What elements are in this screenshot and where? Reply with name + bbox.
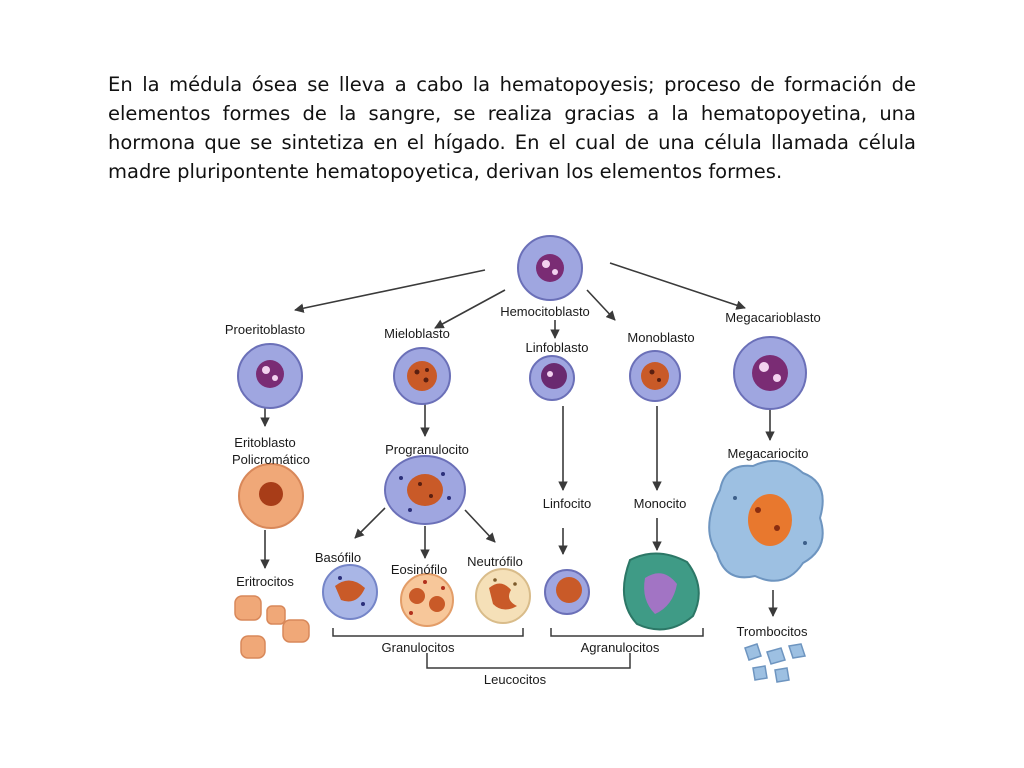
label-megacarioblasto: Megacarioblasto bbox=[725, 310, 820, 325]
label-megacariocito: Megacariocito bbox=[728, 446, 809, 461]
trombocitos-group bbox=[744, 643, 806, 683]
label-eritrocitos: Eritrocitos bbox=[236, 574, 294, 589]
megacarioblasto-cell bbox=[733, 336, 807, 410]
label-linfocito: Linfocito bbox=[543, 496, 591, 511]
label-monoblasto: Monoblasto bbox=[627, 330, 694, 345]
neutrofilo-cell bbox=[475, 568, 531, 624]
label-progranulocito: Progranulocito bbox=[385, 442, 469, 457]
monoblasto-cell bbox=[629, 350, 681, 402]
labels: Hemocitoblasto Proeritoblasto Mieloblast… bbox=[225, 304, 821, 687]
arrow-to-proeritoblasto bbox=[294, 269, 486, 313]
label-neutrofilo: Neutrófilo bbox=[467, 554, 523, 569]
label-hemocitoblasto: Hemocitoblasto bbox=[500, 304, 590, 319]
label-eosinofilo: Eosinófilo bbox=[391, 562, 447, 577]
eritoblasto-cell bbox=[238, 463, 304, 529]
label-monocito: Monocito bbox=[634, 496, 687, 511]
label-mieloblasto: Mieloblasto bbox=[384, 326, 450, 341]
label-policromatico: Policromático bbox=[232, 452, 310, 467]
arrow-to-neutrofilo bbox=[464, 509, 496, 543]
label-basofilo: Basófilo bbox=[315, 550, 361, 565]
label-trombocitos: Trombocitos bbox=[736, 624, 808, 639]
hemocitoblasto-cell bbox=[517, 235, 583, 301]
hematopoiesis-diagram: Hemocitoblasto Proeritoblasto Mieloblast… bbox=[225, 235, 824, 687]
label-granulocitos: Granulocitos bbox=[382, 640, 455, 655]
arrows bbox=[260, 262, 778, 617]
agranulocitos-bracket bbox=[550, 628, 704, 637]
label-linfoblasto: Linfoblasto bbox=[526, 340, 589, 355]
brackets bbox=[332, 628, 704, 669]
leucocitos-bracket bbox=[426, 653, 631, 669]
label-agranulocitos: Agranulocitos bbox=[581, 640, 660, 655]
eosinofilo-cell bbox=[400, 573, 454, 627]
label-leucocitos: Leucocitos bbox=[484, 672, 547, 687]
monocito-cell bbox=[622, 552, 700, 631]
basofilo-cell bbox=[322, 564, 378, 620]
proeritoblasto-cell bbox=[237, 343, 303, 409]
label-eritoblasto: Eritoblasto bbox=[234, 435, 295, 450]
megacariocito-cell bbox=[708, 459, 824, 582]
arrow-to-megacarioblasto bbox=[609, 262, 746, 310]
granulocitos-bracket bbox=[332, 628, 524, 637]
progranulocito-cell bbox=[384, 455, 466, 525]
label-proeritoblasto: Proeritoblasto bbox=[225, 322, 305, 337]
eritrocitos-group bbox=[234, 595, 310, 659]
arrow-to-basofilo bbox=[354, 507, 386, 539]
intro-paragraph: En la médula ósea se lleva a cabo la hem… bbox=[108, 73, 916, 183]
linfocito-cell bbox=[544, 569, 590, 615]
mieloblasto-cell bbox=[393, 347, 451, 405]
linfoblasto-cell bbox=[529, 355, 575, 401]
arrow-to-mieloblasto bbox=[434, 289, 506, 329]
arrow-to-monoblasto bbox=[586, 289, 616, 321]
